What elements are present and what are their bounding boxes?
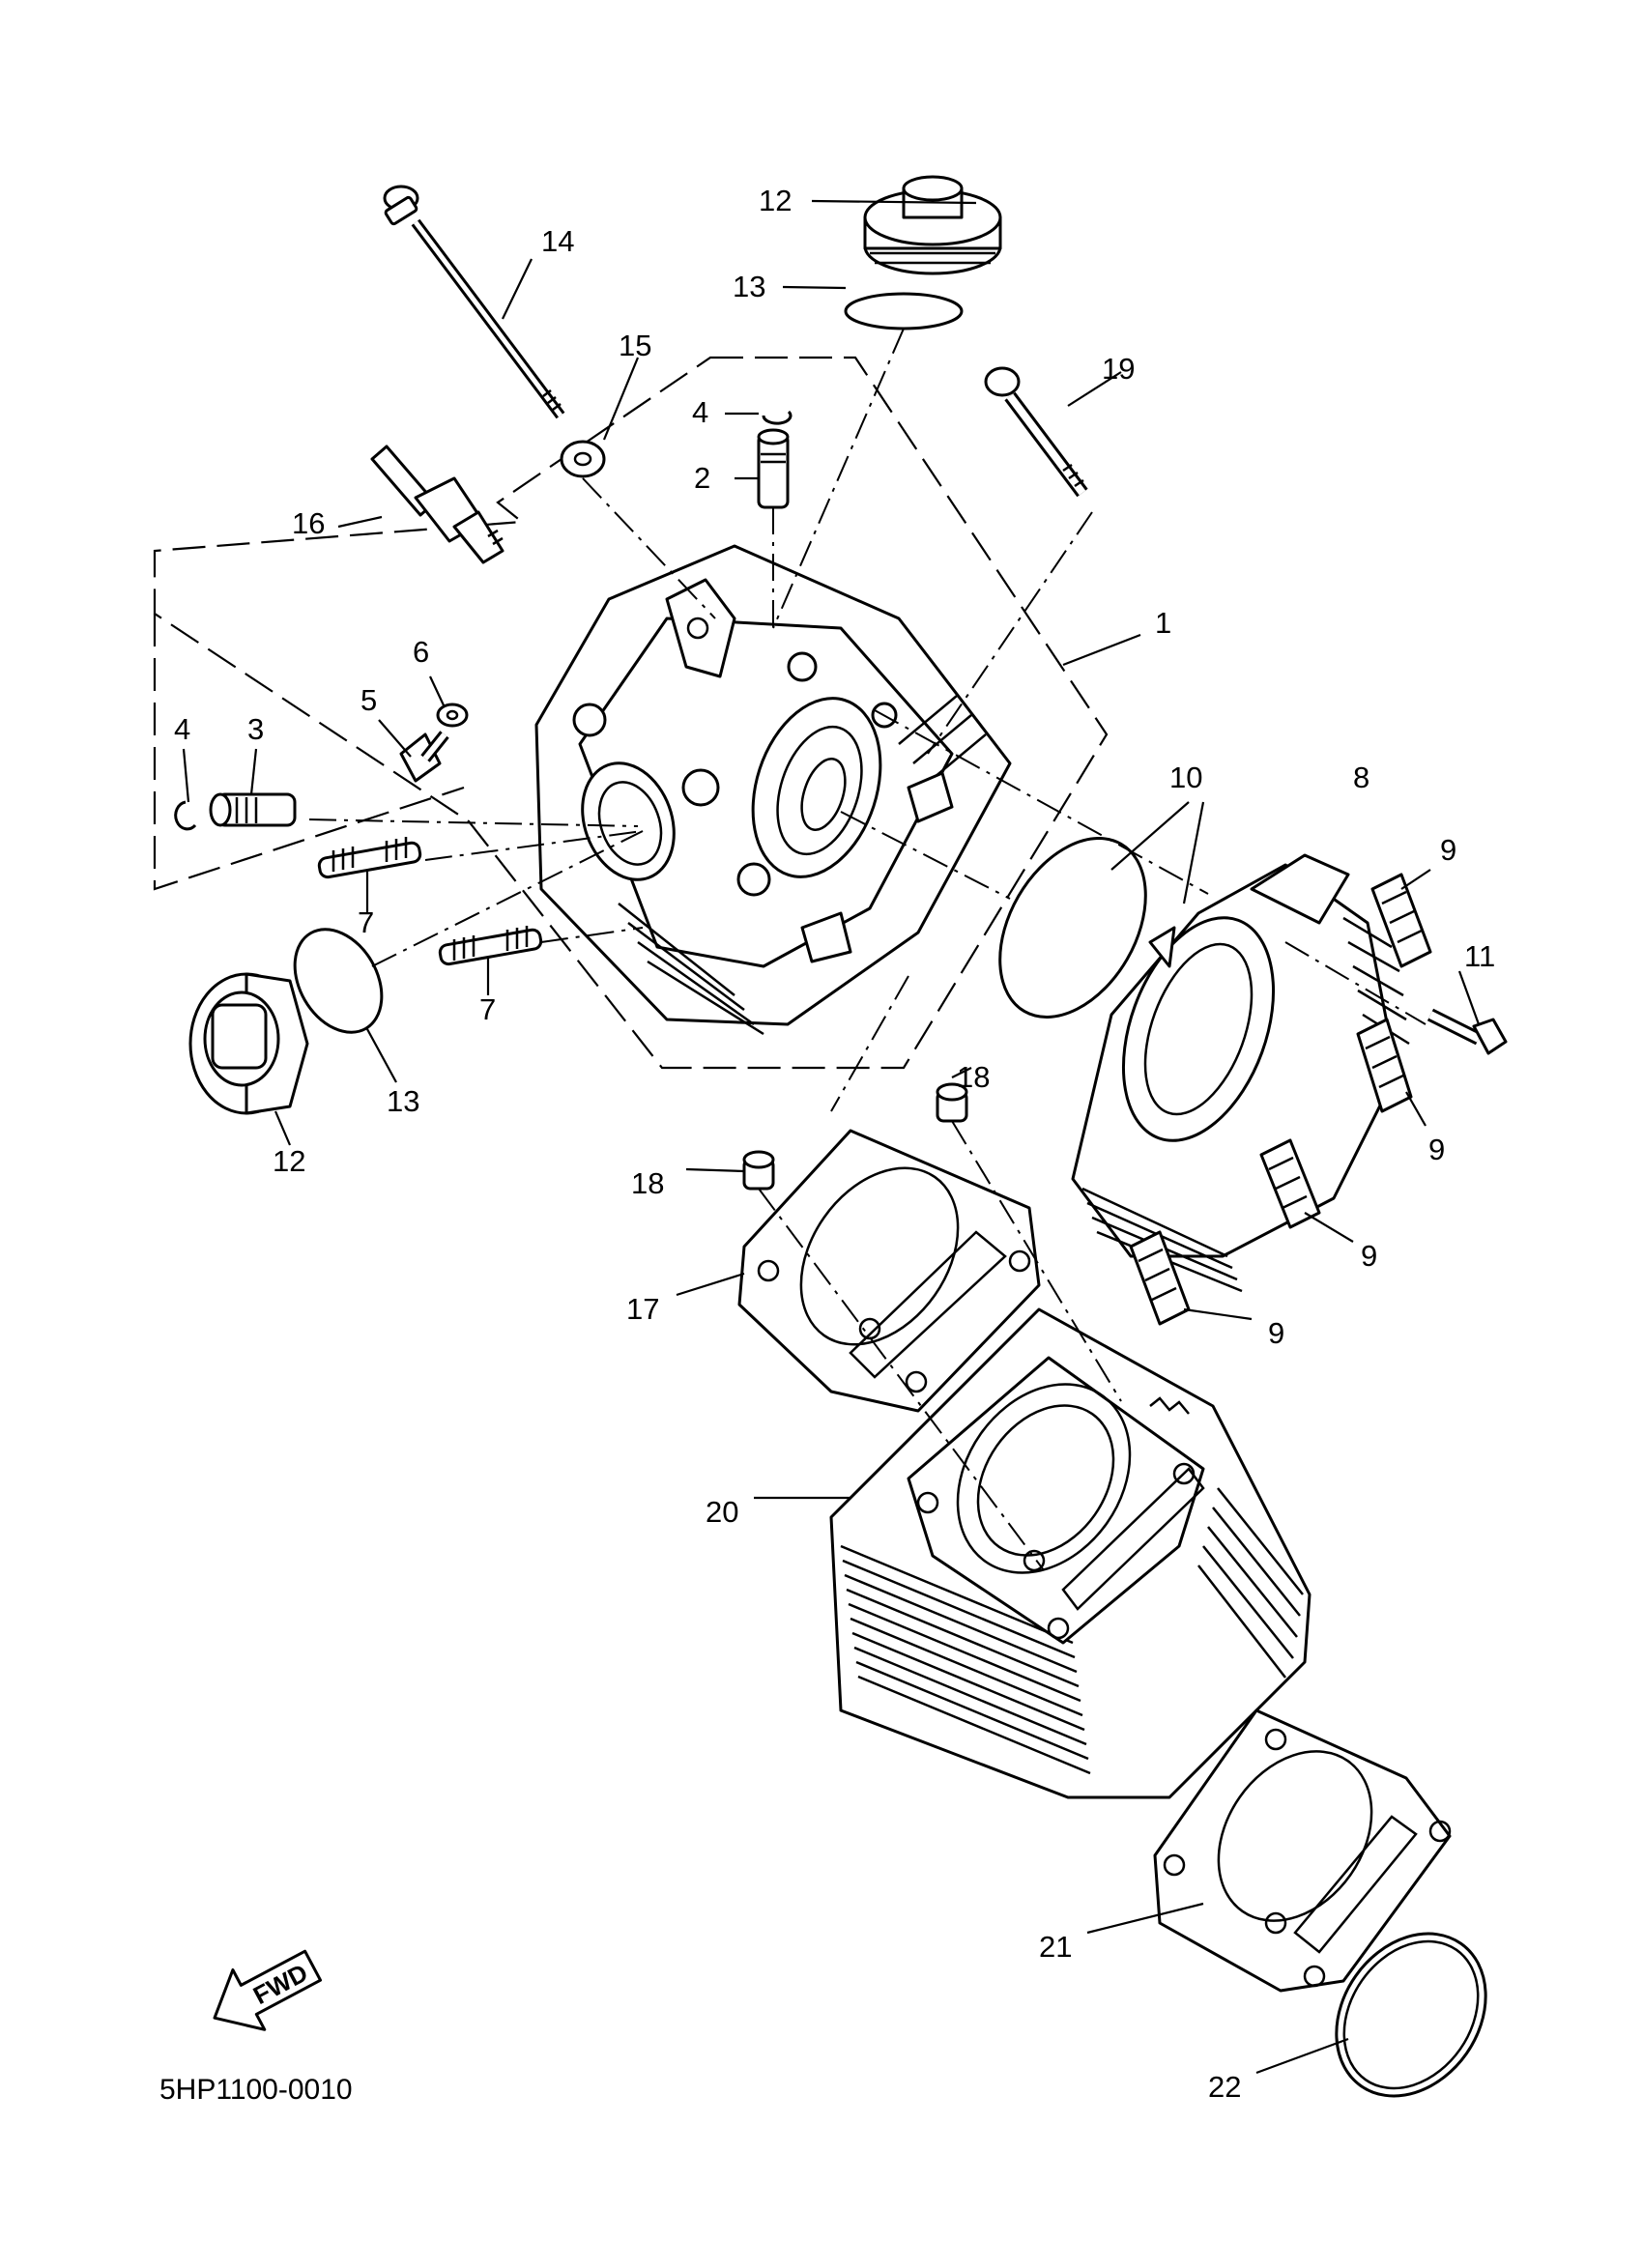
part-21-base-gasket <box>1153 1708 1452 1993</box>
part-11-bolt <box>1427 1008 1508 1055</box>
part-17-head-gasket <box>737 1129 1041 1413</box>
part-3-valve-guide <box>209 792 297 827</box>
label-12-left: 12 <box>273 1144 305 1178</box>
part-7-stud-upper <box>317 837 422 879</box>
part-10-o-ring <box>998 837 1147 1019</box>
label-16: 16 <box>292 506 325 540</box>
part-20-cylinder-block <box>829 1307 1312 1799</box>
part-15-washer <box>560 440 606 478</box>
label-15: 15 <box>619 329 651 362</box>
label-22: 22 <box>1208 2070 1241 2104</box>
label-5: 5 <box>360 683 377 717</box>
part-8-cylinder <box>1071 853 1410 1293</box>
part-4-clip-left <box>174 800 197 831</box>
label-9-3: 9 <box>1361 1239 1377 1273</box>
part-5-bolt <box>399 731 449 783</box>
label-4-top: 4 <box>692 395 708 429</box>
cylinder-head-assembly-outline <box>153 356 1109 1070</box>
label-17: 17 <box>626 1292 659 1326</box>
label-4-left: 4 <box>174 712 190 746</box>
label-18-right: 18 <box>957 1060 990 1094</box>
part-9-damper-3 <box>1259 1138 1321 1229</box>
label-1: 1 <box>1155 606 1171 640</box>
label-12-top: 12 <box>759 184 792 217</box>
part-18-dowel-left <box>742 1150 775 1191</box>
label-13-top: 13 <box>733 270 765 303</box>
label-13-left: 13 <box>387 1084 419 1118</box>
part-7-stud-lower <box>438 926 543 966</box>
part-19-bolt <box>984 366 1088 498</box>
label-21: 21 <box>1039 1930 1072 1964</box>
part-2-valve-guide <box>757 428 790 509</box>
part-13-o-ring-left <box>293 928 384 1034</box>
leader-lines <box>182 199 1481 2075</box>
label-11: 11 <box>1464 939 1495 973</box>
diagram-code: 5HP1100-0010 <box>159 2074 353 2106</box>
label-9-1: 9 <box>1440 833 1456 867</box>
label-8: 8 <box>1353 761 1369 794</box>
part-6-washer <box>436 703 469 728</box>
label-3: 3 <box>247 712 264 746</box>
label-18-left: 18 <box>631 1166 664 1200</box>
part-9-damper-1 <box>1370 873 1432 968</box>
label-7-lower: 7 <box>479 992 496 1026</box>
part-12-cap-left <box>188 972 309 1115</box>
label-2: 2 <box>694 461 710 495</box>
assembly-axis-lines <box>308 328 1427 1571</box>
part-4-clip-top <box>762 410 793 425</box>
label-9-2: 9 <box>1428 1133 1445 1166</box>
part-14-bolt <box>383 185 565 419</box>
fwd-arrow-icon: FWD <box>213 1949 323 2031</box>
part-16-spark-plug <box>370 445 504 564</box>
label-9-4: 9 <box>1268 1316 1284 1350</box>
label-20: 20 <box>706 1495 738 1529</box>
label-19: 19 <box>1102 352 1135 386</box>
callout-labels: 1 12 13 14 15 19 4 2 16 6 5 4 3 7 7 13 1… <box>174 184 1495 2104</box>
label-6: 6 <box>413 635 429 669</box>
part-13-o-ring-top <box>844 292 964 330</box>
cylinder-head <box>534 544 1012 1036</box>
label-7-upper: 7 <box>358 905 374 939</box>
label-14: 14 <box>541 224 574 258</box>
part-12-cap-top <box>863 175 1002 275</box>
label-10: 10 <box>1169 761 1202 794</box>
part-9-damper-2 <box>1356 1018 1413 1113</box>
part-22-o-ring <box>1335 1932 1487 2098</box>
